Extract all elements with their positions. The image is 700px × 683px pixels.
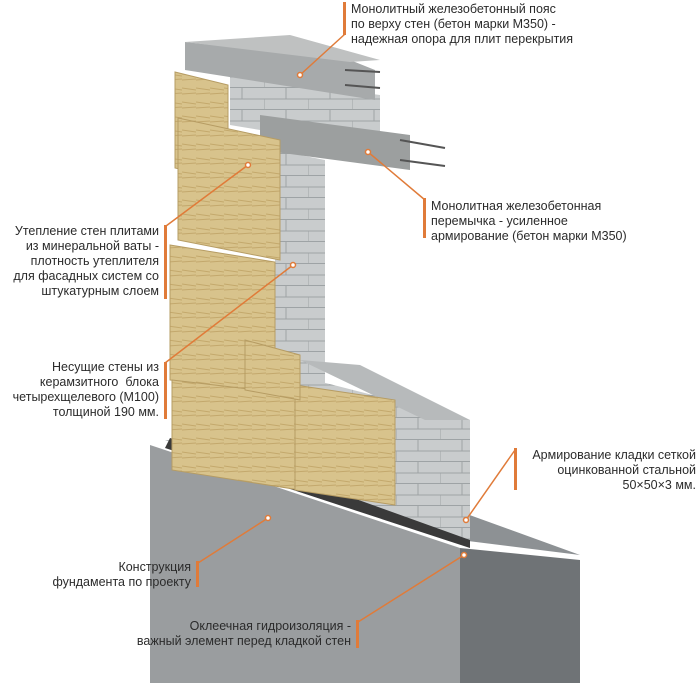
label-foundation: Конструкция фундамента по проекту (52, 560, 191, 589)
label-marker (423, 198, 426, 238)
label-marker (343, 2, 346, 35)
label-walls: Несущие стены из керамзитного блока четы… (12, 360, 159, 419)
leader-lines (164, 33, 516, 623)
label-marker (196, 561, 199, 587)
label-marker (356, 620, 359, 648)
mineral-wool-insulation (169, 71, 396, 506)
label-mesh: Армирование кладки сеткой оцинкованной с… (532, 448, 696, 492)
label-insulation: Утепление стен плитами из минеральной ва… (13, 224, 159, 298)
label-waterproofing: Оклеечная гидроизоляция - важный элемент… (136, 619, 351, 648)
label-marker (164, 362, 167, 419)
label-lintel: Монолитная железобетонная перемычка - ус… (431, 199, 627, 243)
label-ring-beam: Монолитный железобетонный пояс по верху … (351, 2, 574, 46)
label-marker (514, 448, 517, 490)
label-marker (164, 225, 167, 299)
